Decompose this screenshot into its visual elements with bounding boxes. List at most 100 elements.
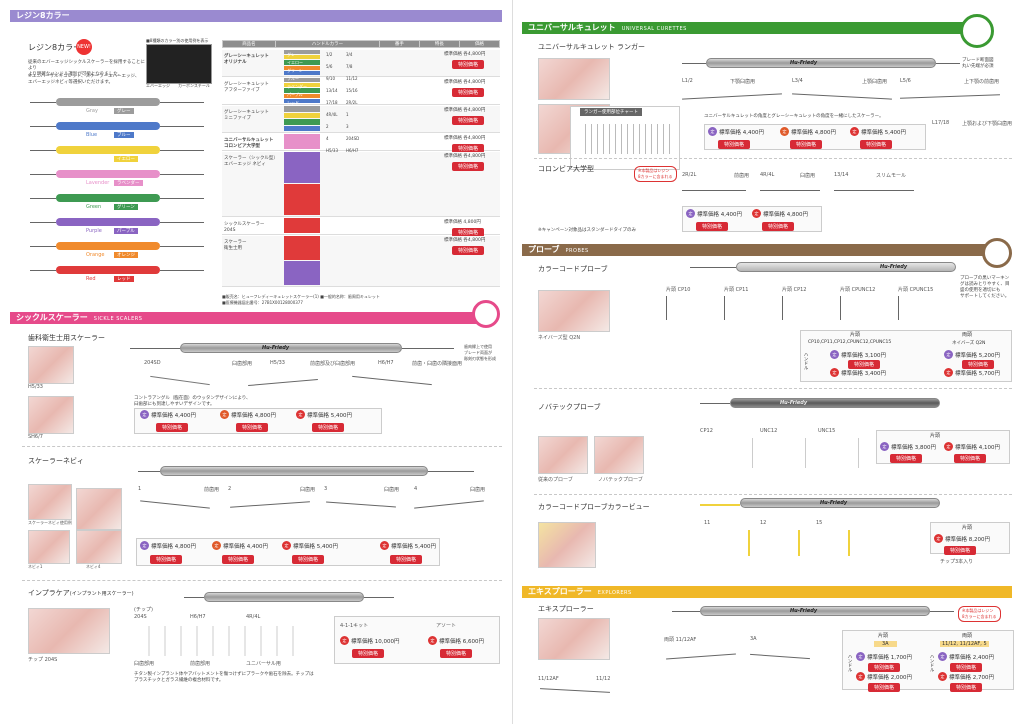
- resin8-handle-tip-left: [30, 150, 56, 151]
- novatech-special-2: 特別価格: [954, 454, 987, 463]
- columbia-code-1: 2R/2L: [682, 172, 697, 178]
- sickle-code-2: H5/33: [270, 360, 285, 366]
- universal-tip-3: [900, 94, 1000, 99]
- sickle-title: 歯科衛生士用スケーラー: [28, 334, 105, 342]
- resin8-handle-tip-right: [160, 102, 204, 103]
- resin8-handle-1: [56, 98, 160, 106]
- resin8-number: 204SD: [346, 136, 360, 141]
- probes-title: カラーコードプローブ: [538, 265, 608, 273]
- explorers-special-3: 特別価格: [950, 663, 983, 672]
- implant-kit-price: 定標準価格 10,000円: [340, 636, 400, 645]
- columbia-price-1: 定標準価格 4,400円: [686, 209, 742, 218]
- columbia-tip-1: [682, 190, 746, 191]
- price-badge-icon: 定: [944, 350, 953, 359]
- probe-code: 片頭 CP11: [724, 287, 749, 293]
- explorers-sub-head-1: 3A: [874, 641, 897, 647]
- sickle-photo-label-1: H5/33: [28, 384, 43, 390]
- resin8-handle-8: [56, 266, 160, 274]
- resin8-number: 5/6: [326, 64, 333, 69]
- resin8-handle-jp-name: オレンジ: [114, 252, 138, 258]
- sickle-band-title: シックルスケーラー: [16, 313, 88, 322]
- nevi-label-3: 臼歯用: [384, 487, 400, 493]
- resin8-special-price: 特別価格: [452, 162, 485, 171]
- implant-set-label: (チップ): [134, 607, 153, 613]
- explorers-band-en: EXPLORERS: [597, 590, 632, 596]
- universal-code-2: L3/4: [792, 78, 803, 84]
- resin8-special-price: 特別価格: [452, 60, 485, 69]
- sickle-callout: 歯肉縁上で使用 ブレード両面が 彫刻刃状態を形成: [464, 344, 496, 361]
- universal-special-3: 特別価格: [860, 140, 893, 149]
- colorvue-tip: [700, 504, 740, 506]
- resin8-color-swatch: [284, 83, 320, 88]
- resin8-color-swatch: [284, 55, 320, 60]
- universal-special-2: 特別価格: [790, 140, 823, 149]
- nevi-special-4: 特別価格: [390, 555, 423, 564]
- probes-special-2: 特別価格: [962, 360, 995, 369]
- columbia-code-2: 4R/4L: [760, 172, 775, 178]
- nevi-special-1: 特別価格: [150, 555, 183, 564]
- nevi-price-2: 定標準価格 4,400円: [212, 541, 268, 550]
- colorvue-handle: [740, 498, 940, 508]
- resin8-product-name: シックルスケーラー 204S: [224, 222, 265, 233]
- columbia-price-2: 定標準価格 4,800円: [752, 209, 808, 218]
- explorers-code-3: 3A: [750, 636, 757, 642]
- explorers-tip-1: [666, 653, 736, 660]
- price-badge-icon: 定: [752, 209, 761, 218]
- resin8-inset-label-2: カーボンスチール: [178, 83, 210, 88]
- resin8-handle-6: [56, 218, 160, 226]
- price-badge-icon: 定: [850, 127, 859, 136]
- universal-desc: ユニバーサルキュレットの角度とグレーシーキュレットの角度を一緒にしたスケーラー。: [704, 114, 884, 119]
- probes-photo-label: ネイバーズ型 Q2N: [538, 335, 581, 341]
- divider: [534, 494, 1012, 495]
- resin8-handle-color-label: グリーン: [287, 68, 303, 73]
- universal-chart-title: ランガー使用部位チャート: [580, 108, 642, 116]
- explorers-tip-2: [750, 653, 810, 660]
- probes-price-3: 定標準価格 5,200円: [944, 350, 1000, 359]
- implant-desc: チタン製インプラント体やアバットメントを傷つけずにプラークや歯石を除去。チップは…: [134, 672, 314, 683]
- price-badge-icon: 定: [380, 541, 389, 550]
- resin8-handle-color-label: ブルー: [287, 76, 299, 81]
- explorers-sub-head-2: 11/12, 11/12AF, 5: [940, 641, 989, 647]
- columbia-special-1: 特別価格: [696, 222, 729, 231]
- explorers-special-2: 特別価格: [868, 683, 901, 692]
- resin8-number: 15/16: [346, 88, 358, 93]
- resin8-handle-color-label: ラベンダー: [287, 84, 307, 89]
- probes-head-3: 両頭: [962, 332, 973, 338]
- universal-title: ユニバーサルキュレット ランガー: [538, 43, 645, 51]
- colorvue-tips-graphic: [700, 530, 850, 556]
- explorers-col-head-1: 片頭: [878, 633, 889, 639]
- price-badge-icon: 定: [140, 541, 149, 550]
- resin8-band-title: レジン8カラー: [16, 11, 70, 20]
- novatech-photo-2: [594, 436, 644, 474]
- implant-code-1: 204S: [134, 614, 147, 620]
- implant-kit: 4-1-1キット: [340, 623, 369, 629]
- sickle-price-1: 定標準価格 4,400円: [140, 410, 196, 419]
- nevi-label-4: 臼歯用: [470, 487, 486, 493]
- resin8-handle-jp-name: ラベンダー: [114, 180, 143, 186]
- universal-band-title: ユニバーサルキュレット: [528, 23, 616, 32]
- price-badge-icon: 定: [340, 636, 349, 645]
- divider: [534, 388, 1012, 389]
- universal-handle: [706, 58, 936, 68]
- nevi-handle: [160, 466, 428, 476]
- colorvue-col-head: 片頭: [962, 525, 973, 531]
- price-badge-icon: 定: [938, 652, 947, 661]
- resin8-special-price: 特別価格: [452, 246, 485, 255]
- explorers-logo: Hu-Friedy: [790, 608, 818, 614]
- probes-price-1: 定標準価格 3,100円: [830, 350, 886, 359]
- nevi-label-2: 臼歯用: [300, 487, 316, 493]
- price-badge-icon: 定: [708, 127, 717, 136]
- probes-band-title: プローブ: [528, 245, 560, 254]
- universal-tip-1: [682, 93, 782, 100]
- resin8-color-swatch: [284, 70, 320, 75]
- probes-callout: プローブの黒いマーキン グは読みとりやすく、目 盛の使用を適切にも サポートして…: [960, 276, 1010, 299]
- resin8-number: 9/10: [326, 76, 335, 81]
- sickle-code-desc-2: 前歯部及び臼歯部用: [310, 361, 356, 367]
- price-badge-icon: 定: [856, 672, 865, 681]
- resin8-product-table: 商品名 ハンドルカラー 番手 特長 価格: [222, 40, 501, 48]
- resin8-handle-tip-right: [160, 246, 204, 247]
- divider: [534, 158, 1012, 159]
- nevi-photo-2: [76, 488, 122, 530]
